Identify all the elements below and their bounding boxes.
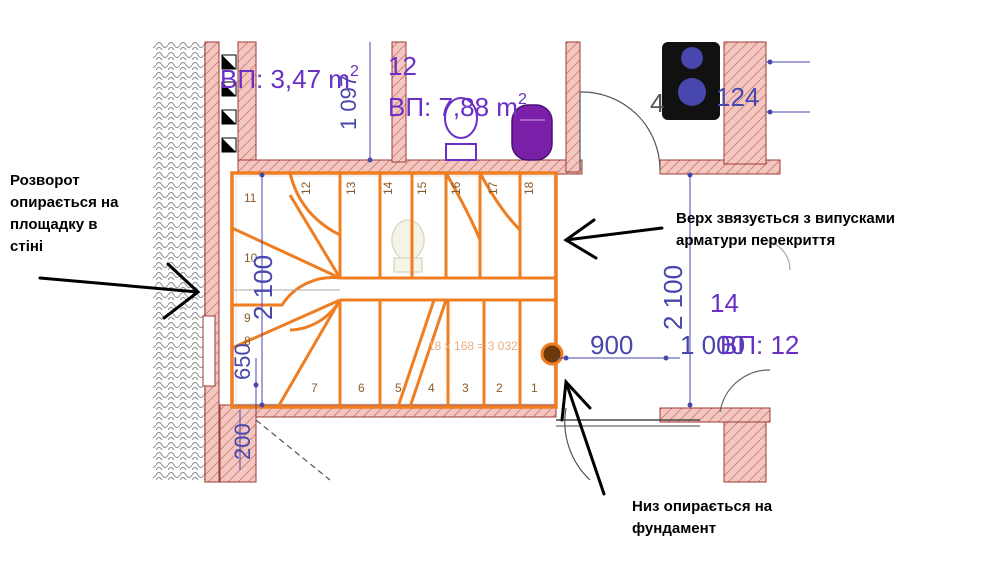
step-number: 17	[486, 181, 500, 195]
left-wall	[204, 41, 220, 483]
dimension-200: 200	[230, 423, 255, 460]
dimension-900: 900	[590, 330, 633, 360]
step-number: 9	[244, 311, 251, 325]
lower-floor-fixture	[391, 219, 425, 273]
dimension-1097: 1 097	[336, 75, 361, 130]
appliance-fixture	[662, 42, 720, 120]
room-number-12: 12	[388, 51, 417, 81]
step-number: 4	[428, 381, 435, 395]
step-number: 14	[381, 181, 395, 195]
annotation-foundation: Низ опирається на фундамент	[632, 498, 773, 537]
annotation-top-connection: Верх звязується з випусками арматури пер…	[676, 210, 896, 249]
boiler-fixture	[511, 104, 553, 161]
door-swings	[255, 91, 791, 481]
step-number: 15	[415, 181, 429, 195]
annotation-arrows	[38, 218, 664, 496]
dimension-1000: 1 000	[680, 330, 745, 360]
toilet-fixture	[444, 97, 478, 161]
dimension-124: 124	[716, 82, 759, 112]
step-number: 2	[496, 381, 503, 395]
annotation-landing-support: Розворот опирається на площадку в стіні	[10, 172, 119, 255]
room-area-label-1: ВП: 3,47 m2	[220, 63, 359, 94]
step-number: 16	[449, 181, 463, 195]
winder-staircase	[230, 171, 558, 409]
wall-niche-marks	[221, 54, 237, 460]
step-number: 18	[522, 181, 536, 195]
room-area-label-2: ВП: 7,88 m2	[388, 91, 527, 122]
dimension-2100-left: 2 100	[248, 255, 278, 320]
dimension-650: 650	[230, 343, 255, 380]
step-number: 5	[395, 381, 402, 395]
room-number-14: 14	[710, 288, 739, 318]
step-number: 11	[244, 191, 257, 205]
stair-step-formula: 18 x 168 = 3 032	[428, 339, 518, 353]
step-number: 3	[462, 381, 469, 395]
level-mark-4: 4	[650, 88, 664, 118]
step-number: 7	[311, 381, 318, 395]
step-number: 12	[299, 181, 313, 195]
step-number: 10	[244, 251, 258, 265]
dimension-2100-right: 2 100	[658, 265, 688, 330]
step-number: 8	[244, 334, 251, 348]
dimension-ticks	[253, 59, 773, 408]
dimension-lines	[239, 42, 810, 470]
step-number: 1	[531, 381, 538, 395]
step-number: 6	[358, 381, 365, 395]
foundation-support-node	[540, 342, 564, 366]
insulation-hatch	[153, 42, 205, 482]
step-number: 13	[344, 181, 358, 195]
room-area-label-3: ВП: 12	[720, 330, 799, 360]
